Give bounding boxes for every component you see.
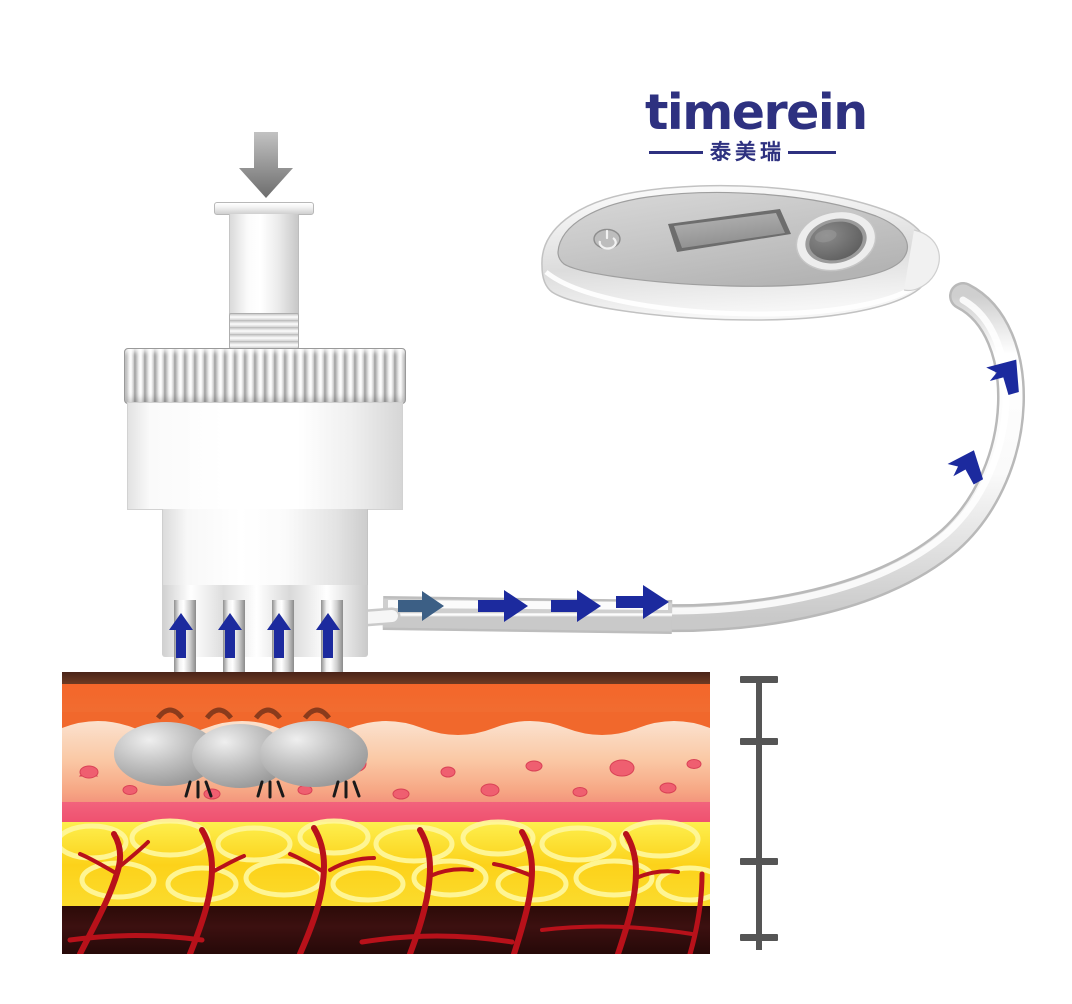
applicator-nose <box>162 509 368 593</box>
brand-wordmark: timerein <box>645 84 868 141</box>
flow-up-arrow-icon <box>267 613 291 658</box>
brand-logo: timerein 泰美瑞 <box>645 88 868 168</box>
depth-scale-tick <box>740 934 778 941</box>
skin-layer-muscle <box>62 906 710 954</box>
handheld-controller[interactable] <box>524 168 944 348</box>
tube-flow-arrow <box>616 585 669 619</box>
tube-flow-arrow <box>947 450 984 485</box>
tube-flow-arrow <box>986 359 1019 395</box>
applicator-barrel <box>127 402 403 763</box>
depth-scale-spine <box>756 678 762 950</box>
action-button[interactable] <box>791 204 881 277</box>
flow-up-arrow-icon <box>316 613 340 658</box>
brand-subline: 泰美瑞 <box>649 140 845 164</box>
brand-rule-right-icon <box>788 150 836 154</box>
depth-scale-tick <box>740 858 778 865</box>
tube-flow-arrow <box>478 590 528 622</box>
microneedle-applicator[interactable] <box>110 130 440 779</box>
tube-flow-arrow <box>551 590 601 622</box>
skin-layer-deep-dermis <box>62 802 710 824</box>
depth-scale <box>736 672 780 952</box>
knurled-adjust-ring[interactable] <box>124 348 406 404</box>
skin-layer-stratum <box>62 672 710 684</box>
skin-detail-graphic <box>62 707 710 954</box>
plunger-stem <box>229 214 299 314</box>
brand-rule-left-icon <box>649 150 703 154</box>
press-down-arrow-icon <box>239 132 293 198</box>
skin-cross-section <box>62 672 710 954</box>
flow-up-arrow-icon <box>169 613 193 658</box>
depth-scale-tick <box>740 676 778 683</box>
plunger-thread <box>229 313 299 349</box>
depth-scale-tick <box>740 738 778 745</box>
flow-up-arrow-icon <box>218 613 242 658</box>
power-button-icon[interactable] <box>593 228 621 250</box>
brand-chinese-name: 泰美瑞 <box>710 139 785 164</box>
lcd-display <box>668 209 791 252</box>
